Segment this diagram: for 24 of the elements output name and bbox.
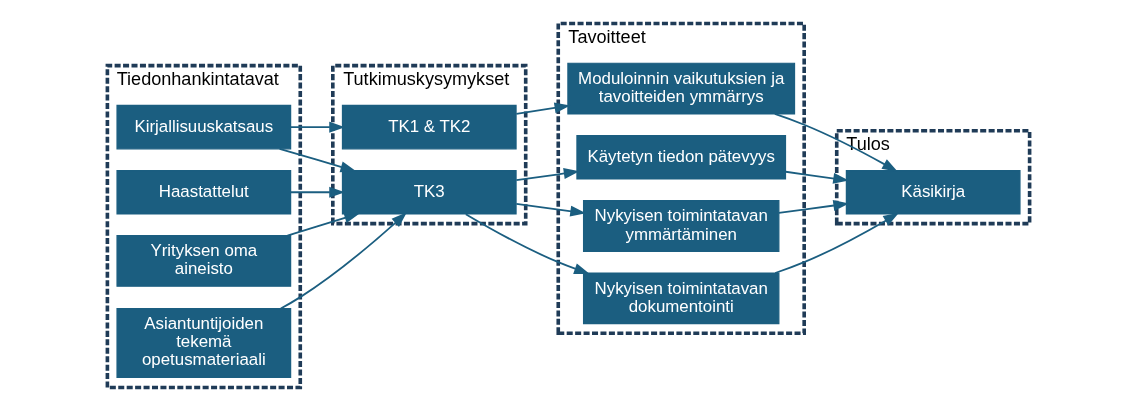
arrow bbox=[514, 102, 570, 115]
node-box: TK3 bbox=[341, 169, 517, 215]
node-box: Haastattelut bbox=[115, 169, 291, 215]
arrow bbox=[514, 167, 579, 181]
arrow bbox=[286, 212, 360, 236]
arrow bbox=[289, 121, 345, 133]
node-box: Nykyisen toimintatavan ymmärtäminen bbox=[582, 199, 779, 252]
node-box: Asiantuntijoiden tekemä opetusmateriaali bbox=[115, 307, 291, 378]
node-box: Yrityksen oma aineisto bbox=[115, 234, 291, 287]
arrow bbox=[464, 212, 590, 274]
arrow bbox=[773, 112, 898, 172]
node-box: Käytetyn tiedon pätevyys bbox=[575, 134, 786, 180]
arrow bbox=[289, 186, 345, 198]
arrow bbox=[784, 170, 849, 184]
node-box: Moduloinnin vaikutuksien ja tavoitteiden ymmärrys bbox=[566, 62, 795, 114]
arrow bbox=[777, 199, 849, 214]
arrow bbox=[278, 147, 356, 172]
arrow bbox=[279, 211, 407, 309]
node-box: Käsikirja bbox=[845, 169, 1021, 215]
node-box: Nykyisen toimintatavan dokumentointi bbox=[582, 271, 779, 324]
arrow bbox=[773, 212, 899, 274]
arrow bbox=[514, 202, 586, 217]
node-box: TK1 & TK2 bbox=[341, 104, 517, 149]
node-box: Kirjallisuuskatsaus bbox=[115, 104, 291, 149]
